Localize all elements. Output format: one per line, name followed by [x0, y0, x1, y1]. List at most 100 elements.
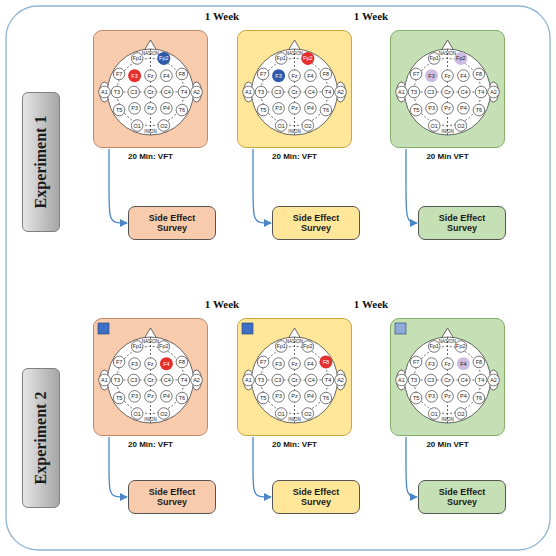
experiment-title: Experiment 1: [32, 116, 50, 209]
extracephalic-electrode: [242, 323, 253, 334]
electrode-label: T3: [114, 377, 120, 383]
electrode-site: [473, 104, 485, 116]
electrode-site: [111, 86, 123, 98]
electrode-site: [161, 86, 173, 98]
electrode-label: C3: [427, 89, 434, 95]
electrode-label: Fz: [147, 361, 153, 367]
electrode-label: P3: [428, 105, 435, 111]
electrode-label: T5: [116, 107, 122, 113]
electrode-site: [161, 103, 173, 115]
electrode-site: [178, 86, 190, 98]
electrode-site: [442, 358, 454, 370]
electrode-site: [488, 86, 500, 98]
electrode-label: Cz: [291, 89, 298, 95]
electrode-label: Fz: [444, 361, 450, 367]
electrode-label: Pz: [147, 393, 153, 399]
electrode-label: NASION: [286, 51, 303, 56]
electrode-site: [129, 103, 141, 115]
electrode-site: [408, 374, 420, 386]
electrode-label: P3: [275, 105, 282, 111]
electrode-label: O2: [160, 411, 167, 417]
electrode-label: C3: [130, 89, 137, 95]
electrode-site: [255, 86, 267, 98]
electrode-label: A1: [245, 89, 252, 95]
extracephalic-electrode: [395, 323, 406, 334]
electrode-site: [157, 52, 170, 65]
electrode-label: F7: [116, 71, 122, 77]
head-outline: [405, 337, 491, 423]
electrode-label: Fz: [291, 73, 297, 79]
electrode-site: [131, 53, 143, 65]
electrode-site: [301, 52, 314, 65]
electrode-site: [396, 374, 408, 386]
electrode-site: [273, 103, 285, 115]
electrode-label: T4: [181, 89, 187, 95]
electrode-label: P3: [131, 105, 138, 111]
experiment-title: Experiment 2: [32, 392, 50, 485]
electrode-site: [161, 374, 173, 386]
session-caption: 20 Min VFT: [391, 152, 504, 161]
survey-box: Side Effect Survey: [128, 480, 216, 514]
electrode-label: F8: [179, 359, 185, 365]
electrode-site: [131, 408, 143, 420]
electrode-label: O1: [277, 123, 284, 129]
electrode-label: INION: [441, 416, 454, 421]
electrode-site: [457, 357, 470, 370]
electrode-site: [335, 374, 347, 386]
electrode-label: C3: [427, 377, 434, 383]
electrode-site: [289, 374, 301, 386]
electrode-site: [129, 358, 141, 370]
electrode-label: Fp2: [159, 55, 168, 61]
electrode-site: [128, 69, 141, 82]
electrode-label: A1: [398, 377, 405, 383]
electrode-label: F3: [428, 73, 434, 79]
electrode-site: [473, 392, 485, 404]
electrode-site: [129, 391, 141, 403]
montage-panel: 20 Min: VFTFp1Fp2F7F3FzF4F8A1T3C3CzC4T4A…: [237, 30, 352, 148]
flow-arrow: [109, 437, 127, 497]
electrode-site: [131, 120, 143, 132]
electrode-label: NASION: [142, 339, 159, 344]
electrode-label: Fp2: [303, 55, 312, 61]
electrode-label: Pz: [291, 393, 297, 399]
electrode-label: A1: [245, 377, 252, 383]
electrode-label: F3: [428, 361, 434, 367]
electrode-site: [426, 103, 438, 115]
electrode-site: [131, 341, 143, 353]
survey-label: Side Effect Survey: [137, 213, 207, 234]
electrode-label: Cz: [147, 377, 154, 383]
electrode-site: [442, 86, 454, 98]
electrode-site: [99, 374, 111, 386]
electrode-label: T6: [476, 395, 482, 401]
electrode-label: T6: [179, 107, 185, 113]
electrode-site: [113, 104, 125, 116]
electrode-site: [302, 341, 314, 353]
survey-box: Side Effect Survey: [272, 206, 360, 240]
electrode-site: [302, 408, 314, 420]
electrode-site: [454, 52, 467, 65]
electrode-site: [176, 392, 188, 404]
electrode-label: O2: [457, 123, 464, 129]
electrode-label: Fz: [444, 73, 450, 79]
session-caption: 20 Min: VFT: [94, 152, 207, 161]
electrode-site: [396, 86, 408, 98]
electrode-label: Fp1: [276, 343, 285, 349]
electrode-site: [128, 374, 140, 386]
electrode-site: [99, 86, 111, 98]
electrode-site: [305, 391, 317, 403]
electrode-label: O1: [277, 411, 284, 417]
inner-ring: [117, 58, 184, 125]
electrode-label: F8: [179, 71, 185, 77]
electrode-site: [458, 70, 470, 82]
electrode-label: F4: [307, 361, 313, 367]
interval-label: 1 Week: [205, 10, 239, 22]
survey-label: Side Effect Survey: [427, 213, 497, 234]
electrode-label: Fz: [291, 361, 297, 367]
electrode-label: A1: [398, 89, 405, 95]
electrode-site: [320, 68, 332, 80]
montage-panel: 20 Min: VFTFp1Fp2F7F3FzF4F8A1T3C3CzC4T4A…: [237, 318, 352, 436]
electrode-label: F8: [476, 359, 482, 365]
electrode-site: [289, 70, 301, 82]
electrode-site: [145, 70, 157, 82]
electrode-label: P3: [275, 393, 282, 399]
